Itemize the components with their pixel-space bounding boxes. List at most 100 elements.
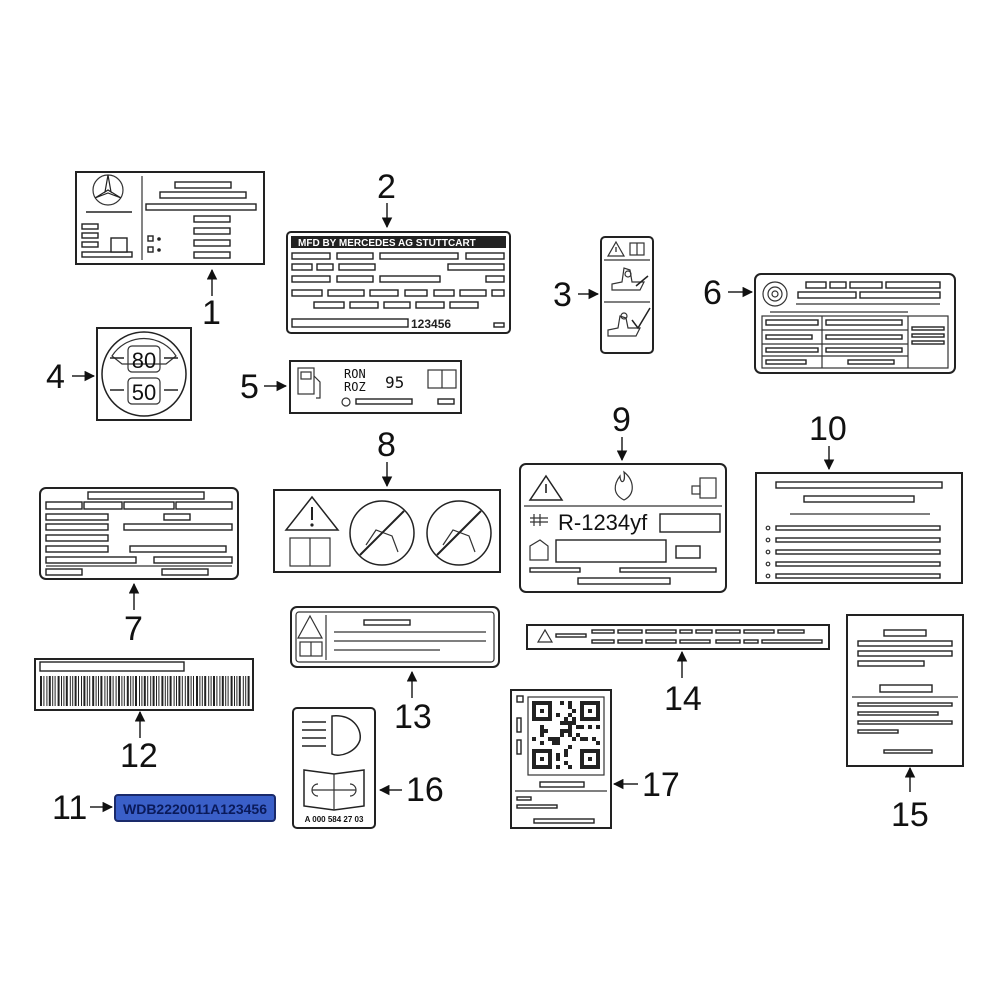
qr-module — [548, 701, 552, 705]
label-13-warning-notice[interactable] — [290, 606, 500, 668]
label-3-seat-warning[interactable] — [600, 236, 654, 354]
qr-module — [564, 761, 568, 765]
qr-module — [584, 717, 588, 721]
qr-module — [532, 701, 536, 705]
barcode-stripe — [152, 676, 155, 706]
qr-module — [536, 701, 540, 705]
qr-module — [560, 701, 564, 705]
barcode-stripe — [72, 676, 74, 706]
label-5-fuel-octane[interactable]: RON ROZ 95 — [289, 360, 462, 414]
qr-module — [540, 701, 544, 705]
qr-module — [556, 765, 560, 769]
label-11-vin[interactable]: WDB2220011A123456 — [114, 794, 276, 822]
qr-module — [532, 717, 536, 721]
label-5-roz: ROZ — [344, 380, 366, 394]
qr-module — [580, 725, 584, 729]
barcode-stripe — [95, 676, 97, 706]
label-2-manufacturer-plate[interactable]: MFD BY MERCEDES AG STUTTCART 123456 — [286, 231, 511, 334]
label-9-refrigerant[interactable]: R-1234yf — [519, 463, 727, 593]
label-7-info-table[interactable] — [39, 487, 239, 580]
qr-module — [580, 713, 584, 717]
qr-module — [588, 709, 592, 713]
qr-module — [548, 765, 552, 769]
callout-1: 1 — [202, 294, 221, 332]
barcode-stripe — [236, 676, 238, 706]
barcode-icon — [40, 676, 250, 706]
qr-module — [564, 717, 568, 721]
label-16-service-card[interactable]: A 000 584 27 03 — [292, 707, 376, 829]
label-12-barcode[interactable] — [34, 658, 254, 711]
qr-module — [576, 733, 580, 737]
qr-module — [540, 733, 544, 737]
qr-module — [532, 705, 536, 709]
qr-module — [540, 765, 544, 769]
label-2-code: 123456 — [411, 317, 451, 331]
label-1-data-plate[interactable] — [75, 171, 265, 265]
qr-module — [596, 757, 600, 761]
label-8-airbag-warning[interactable] — [273, 489, 501, 573]
qr-module — [556, 757, 560, 761]
qr-module — [596, 765, 600, 769]
barcode-stripe — [216, 676, 218, 706]
qr-module — [580, 717, 584, 721]
qr-module — [548, 737, 552, 741]
qr-module — [568, 745, 572, 749]
qr-module — [588, 765, 592, 769]
seat-check-icon — [607, 307, 651, 337]
qr-module — [560, 721, 564, 725]
warning-triangle-icon — [296, 614, 324, 639]
qr-module — [596, 717, 600, 721]
barcode-stripe — [46, 676, 48, 706]
qr-module — [596, 753, 600, 757]
barcode-stripe — [106, 676, 108, 706]
qr-module — [580, 709, 584, 713]
book-icon — [427, 369, 457, 389]
seat-icon — [611, 267, 649, 291]
barcode-stripe — [178, 676, 181, 706]
callout-7: 7 — [124, 610, 143, 648]
qr-module — [568, 705, 572, 709]
qr-module — [588, 749, 592, 753]
barcode-stripe — [201, 676, 203, 706]
barcode-stripe — [43, 676, 45, 706]
barcode-stripe — [100, 676, 103, 706]
barcode-stripe — [150, 676, 152, 706]
oil-can-icon — [529, 539, 549, 561]
label-6-tire-placard[interactable] — [754, 273, 956, 374]
qr-module — [532, 737, 536, 741]
qr-code-icon — [532, 701, 600, 769]
callout-9: 9 — [612, 401, 631, 439]
book-icon — [299, 641, 323, 657]
qr-module — [556, 737, 560, 741]
barcode-stripe — [132, 676, 134, 706]
qr-module — [596, 749, 600, 753]
barcode-stripe — [86, 676, 88, 706]
barcode-stripe — [65, 676, 68, 706]
label-15-document[interactable] — [846, 614, 964, 767]
qr-module — [540, 749, 544, 753]
barcode-stripe — [54, 676, 56, 706]
label-10-notice[interactable] — [755, 472, 963, 584]
qr-module — [532, 749, 536, 753]
barcode-stripe — [184, 676, 186, 706]
barcode-stripe — [169, 676, 172, 706]
label-4-speed-limit[interactable]: 80 50 — [96, 327, 192, 421]
mercedes-star-icon — [341, 397, 351, 407]
barcode-stripe — [242, 676, 244, 706]
barcode-stripe — [63, 676, 65, 706]
qr-module — [552, 737, 556, 741]
qr-module — [584, 701, 588, 705]
qr-module — [556, 753, 560, 757]
qr-module — [572, 737, 576, 741]
qr-module — [580, 757, 584, 761]
barcode-stripe — [176, 676, 177, 706]
barcode-stripe — [61, 676, 62, 706]
label-14-strip[interactable] — [526, 624, 830, 650]
barcode-stripe — [187, 676, 190, 706]
qr-module — [544, 749, 548, 753]
label-17-qr-card[interactable] — [510, 689, 612, 829]
barcode-stripe — [123, 676, 125, 706]
barcode-stripe — [141, 676, 143, 706]
